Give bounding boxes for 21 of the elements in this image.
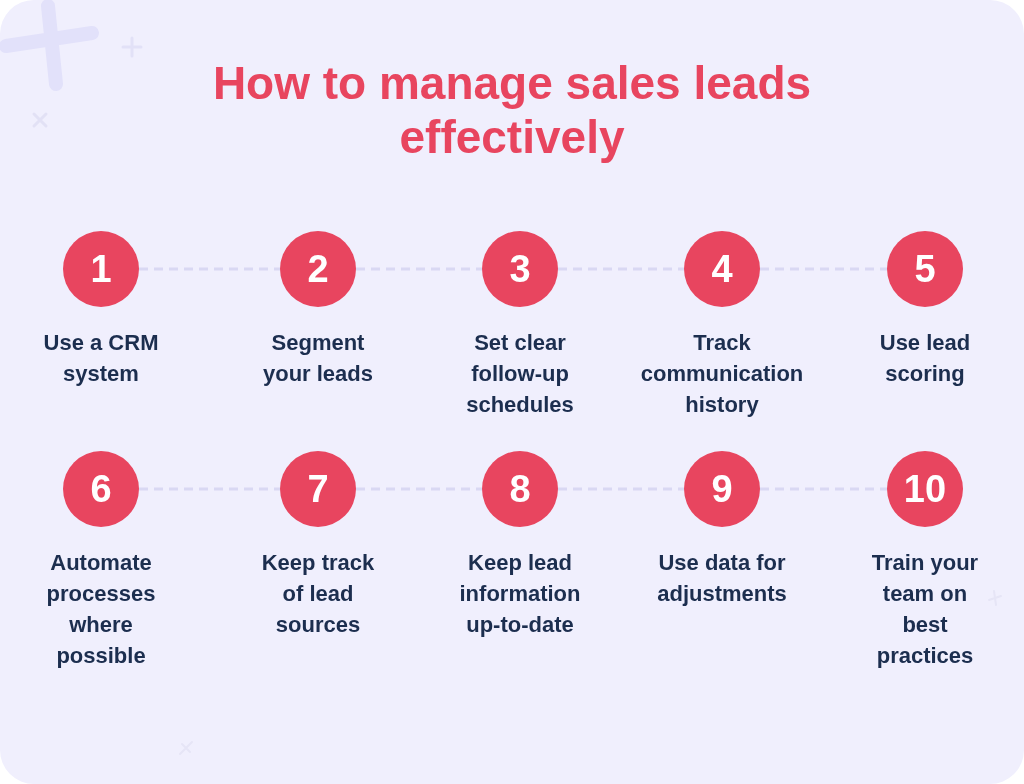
step-label: Keep lead information up-to-date	[458, 549, 582, 639]
step-label: Use a CRM system	[42, 329, 160, 388]
step-label: Train your team on best practices	[870, 549, 980, 670]
step-number-circle: 3	[482, 231, 558, 307]
step-label: Use data for adjustments	[656, 549, 788, 608]
step-label: Keep track of lead sources	[260, 549, 376, 639]
step-label: Segment your leads	[261, 329, 374, 388]
step-label: Set clear follow-up schedules	[465, 329, 575, 419]
step-number-circle: 7	[280, 451, 356, 527]
step-label: Track communication history	[639, 329, 805, 419]
step-number-circle: 10	[887, 451, 963, 527]
step-number-circle: 8	[482, 451, 558, 527]
step-number-circle: 5	[887, 231, 963, 307]
step-number-circle: 4	[684, 231, 760, 307]
step-number-circle: 1	[63, 231, 139, 307]
title: How to manage sales leads effectively	[211, 56, 813, 164]
step-label: Use lead scoring	[878, 329, 972, 388]
step-number-circle: 2	[280, 231, 356, 307]
step-number-circle: 9	[684, 451, 760, 527]
step-label: Automate processes where possible	[45, 549, 157, 670]
step-number-circle: 6	[63, 451, 139, 527]
